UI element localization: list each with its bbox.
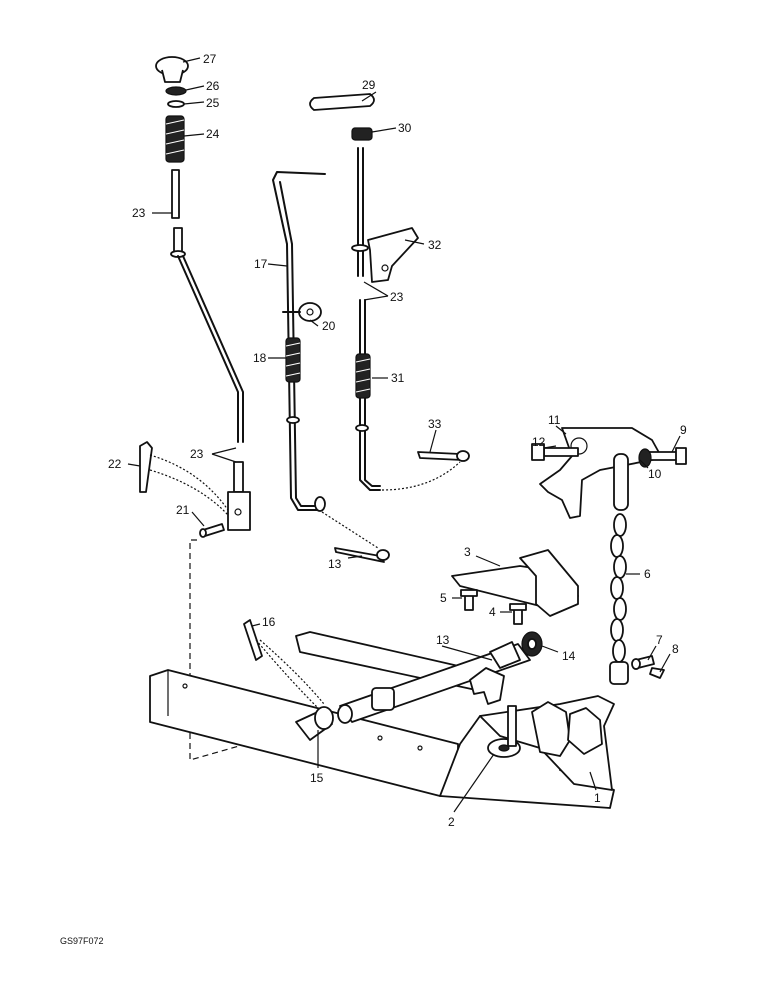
callout-29: 29 [362,78,376,92]
callout-23-top: 23 [132,206,146,220]
figure-code: GS97F072 [60,936,104,946]
callout-18: 18 [253,351,267,365]
callout-23-right: 23 [390,290,404,304]
callout-22: 22 [108,457,122,471]
hitch-block [451,549,579,625]
callout-13-pin: 13 [328,557,342,571]
callout-32: 32 [428,238,442,252]
callout-9: 9 [680,423,687,437]
callout-23-lower: 23 [190,447,204,461]
callout-6: 6 [644,567,651,581]
callout-26: 26 [206,79,220,93]
callout-8: 8 [672,642,679,656]
hitch-bracket [531,427,687,685]
callout-3: 3 [464,545,471,559]
callout-25: 25 [206,96,220,110]
control-rod-23 [309,93,470,491]
callout-24: 24 [206,127,220,141]
callout-labels: 27 26 25 24 23 29 30 32 23 17 20 18 31 3… [60,52,687,946]
callout-2: 2 [448,815,455,829]
callout-15: 15 [310,771,324,785]
callout-21: 21 [176,503,190,517]
callout-16: 16 [262,615,276,629]
leader-lines [127,57,681,813]
drawbar-frame [149,619,615,809]
knob-assembly [139,56,261,761]
callout-30: 30 [398,121,412,135]
callout-7: 7 [656,633,663,647]
callout-33: 33 [428,417,442,431]
callout-14: 14 [562,649,576,663]
callout-4: 4 [489,605,496,619]
callout-27: 27 [203,52,217,66]
callout-13-shaft: 13 [436,633,450,647]
callout-5: 5 [440,591,447,605]
callout-17: 17 [254,257,268,271]
callout-20: 20 [322,319,336,333]
callout-10: 10 [648,467,662,481]
control-rod-17 [272,171,390,563]
callout-11: 11 [548,413,561,427]
callout-1: 1 [594,791,601,805]
callout-31: 31 [391,371,405,385]
callout-12: 12 [532,435,546,449]
